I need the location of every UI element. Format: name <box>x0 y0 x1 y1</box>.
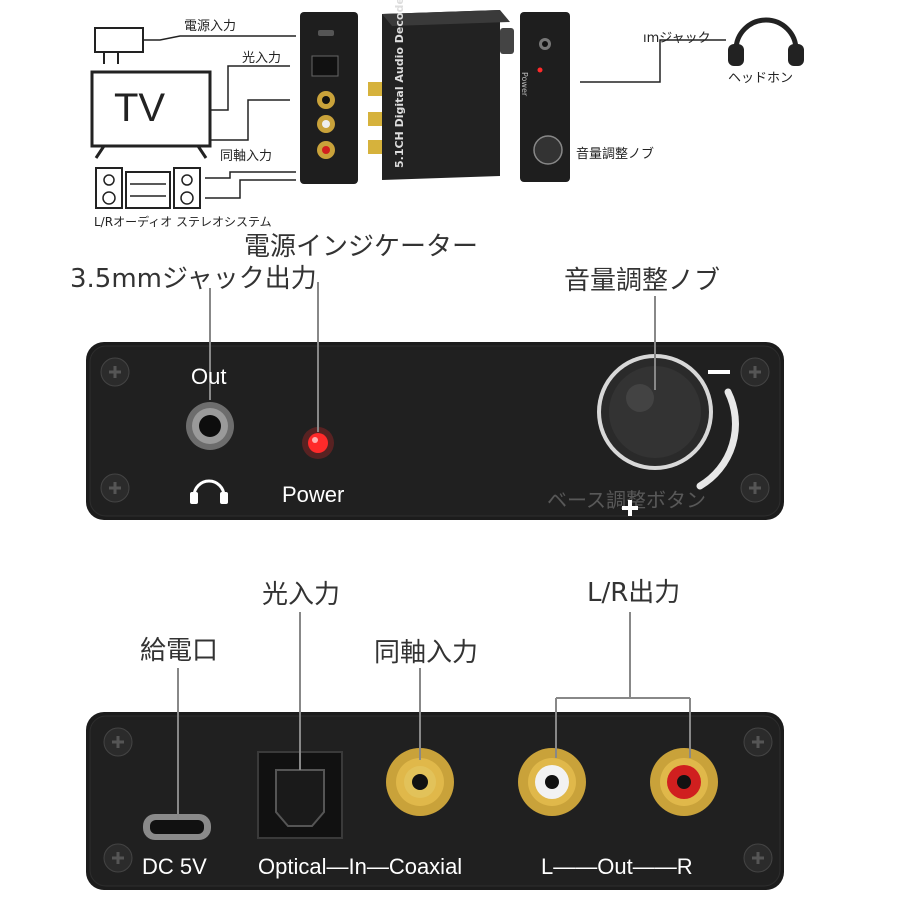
front-panel <box>86 342 784 520</box>
micro-usb-port <box>143 814 211 840</box>
screw-icon <box>103 843 133 873</box>
screw-icon <box>100 357 130 387</box>
jack-label: ımジャック <box>643 31 711 46</box>
rca-right-port <box>650 748 718 816</box>
device-power-label: Power <box>520 72 529 97</box>
device-front-thumbnail <box>520 12 570 182</box>
screw-icon <box>103 727 133 757</box>
device-name-label: 5.1CH Digital Audio Decoder <box>393 0 406 168</box>
rca-left-port <box>518 748 586 816</box>
power-indicator-label: 電源インジケーター <box>244 232 479 262</box>
device-body-thumbnail <box>368 10 514 180</box>
tv-label: TV <box>114 86 166 130</box>
screw-icon <box>743 727 773 757</box>
volume-knob-label: 音量調整ノブ <box>564 266 721 296</box>
screw-icon <box>743 843 773 873</box>
screw-icon <box>100 473 130 503</box>
minus-mark <box>708 370 730 374</box>
lr-out-label: L/R出力 <box>587 578 681 608</box>
power-adapter-icon <box>94 27 296 64</box>
back-panel <box>86 712 784 890</box>
small-headphone-icon <box>190 479 228 504</box>
coaxial-port <box>386 748 454 816</box>
stereo-system-icon <box>95 167 201 209</box>
headphones-icon <box>728 17 804 66</box>
volume-knob-thumb-label: 音量調整ノブ <box>576 147 655 162</box>
optical-port <box>257 751 343 839</box>
optical-in-label: 光入力 <box>262 580 341 610</box>
optical-coax-label: Optical—In—Coaxial <box>258 854 463 879</box>
lr-label: L——Out——R <box>541 854 693 879</box>
headphones-label: ヘッドホン <box>728 71 794 86</box>
headphone-jack <box>186 402 234 450</box>
optical-input-label: 光入力 <box>242 51 282 66</box>
coax-in-label: 同軸入力 <box>374 638 479 668</box>
volume-knob <box>597 354 739 490</box>
device-back-thumbnail <box>300 12 358 184</box>
power-led <box>302 427 334 459</box>
coax-input-label: 同軸入力 <box>220 149 273 164</box>
power-port-label: 給電口 <box>140 636 219 666</box>
out-label: Out <box>191 364 227 389</box>
power-input-label: 電源入力 <box>184 19 237 34</box>
tv-icon <box>90 70 212 159</box>
jack-out-label: 3.5mmジャック出力 <box>70 264 317 294</box>
screw-icon <box>740 357 770 387</box>
power-label: Power <box>282 482 345 507</box>
screw-icon <box>740 473 770 503</box>
plus-mark <box>622 500 638 516</box>
dc-label: DC 5V <box>142 854 207 879</box>
stereo-system-label: L/Rオーディオ ステレオシステム <box>94 215 272 229</box>
watermark-text: ベース調整ボタン <box>547 488 706 512</box>
